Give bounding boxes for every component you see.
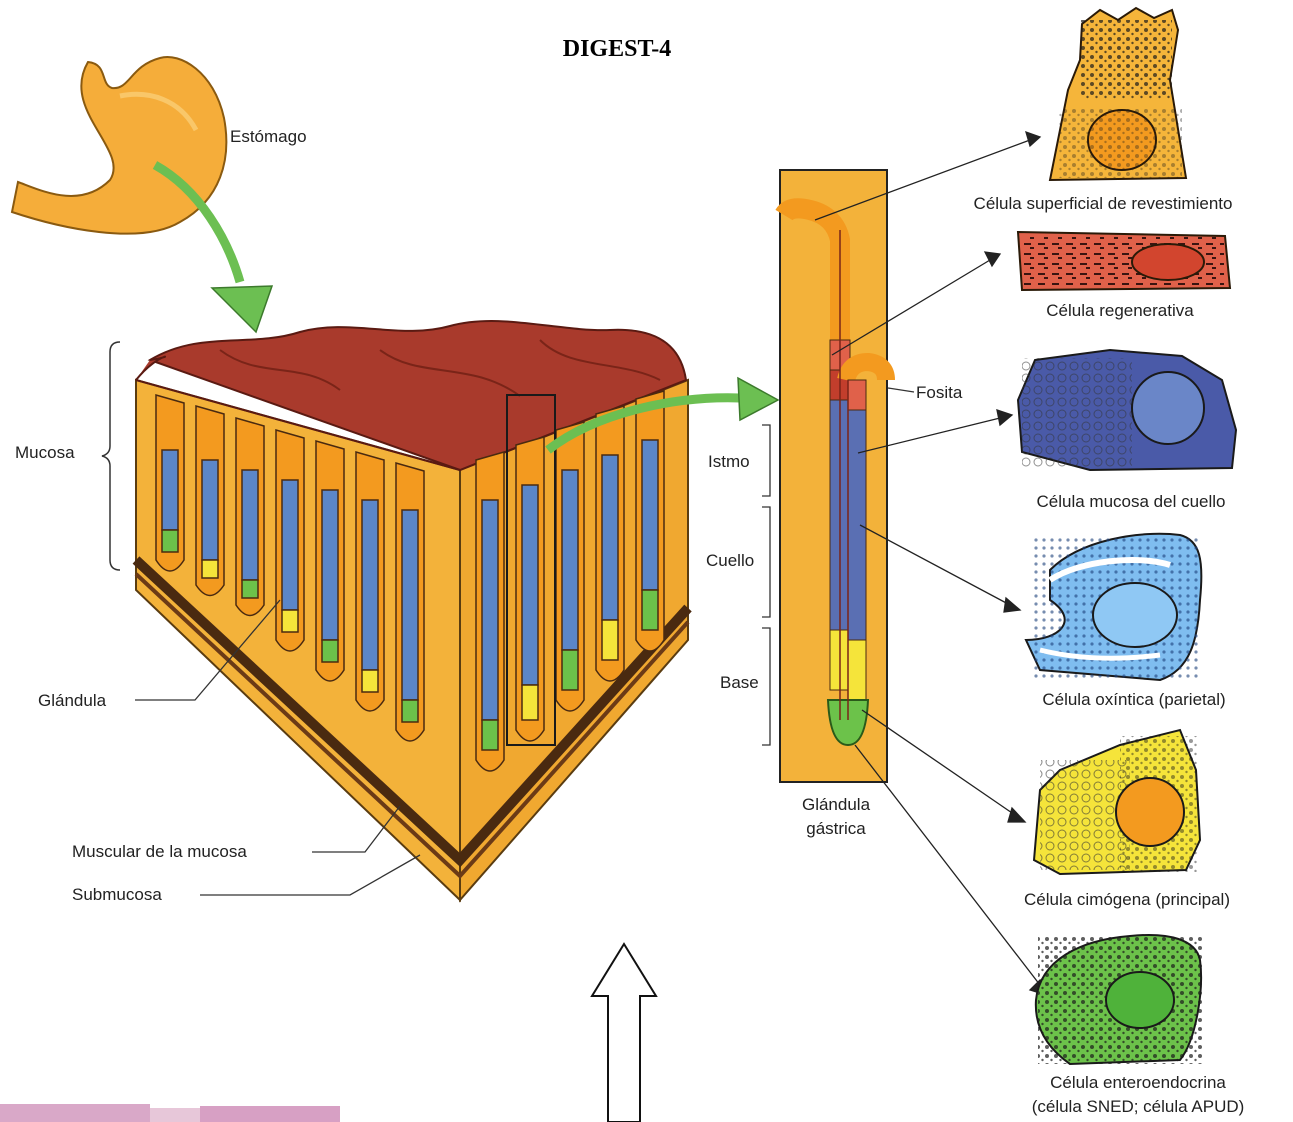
mucosa-brace [102,342,120,570]
histology-image-fragment [0,1104,340,1122]
mucosa-label: Mucosa [15,443,75,462]
stomach-illustration [12,57,226,234]
enteroendocrine-cell-illustration [1036,935,1202,1064]
pit-label: Fosita [916,383,963,402]
oxyntic-cell-label: Célula oxíntica (parietal) [1042,690,1225,709]
submucosa-leader-line [200,855,420,895]
muscularis-mucosae-label: Muscular de la mucosa [72,842,247,861]
regenerative-cell-label: Célula regenerativa [1046,301,1194,320]
regenerative-cell-illustration [1018,232,1230,290]
zymogenic-cell-illustration [1034,730,1200,874]
oxyntic-cell-illustration [1026,534,1202,682]
submucosa-label: Submucosa [72,885,162,904]
gland-label: Glándula [38,691,107,710]
enteroendocrine-cell-label-line2: (célula SNED; célula APUD) [1032,1097,1245,1116]
gastric-gland-panel [780,170,887,782]
neck-label: Cuello [706,551,754,570]
page-title: DIGEST-4 [563,36,672,62]
outline-up-arrow-icon [592,944,656,1122]
mucosa-block-illustration [136,321,688,900]
isthmus-label: Istmo [708,452,750,471]
gastric-gland-label-line2: gástrica [806,819,866,838]
mucous-neck-cell-illustration [1018,350,1236,470]
base-label: Base [720,673,759,692]
gland-region-brackets [762,425,770,745]
gastric-gland-label-line1: Glándula [802,795,871,814]
stomach-label: Estómago [230,127,307,146]
surface-cell-label: Célula superficial de revestimiento [974,194,1233,213]
enteroendocrine-cell-label-line1: Célula enteroendocrina [1050,1073,1226,1092]
pit-leader-line [888,388,914,392]
zymogenic-cell-label: Célula cimógena (principal) [1024,890,1230,909]
surface-cell-illustration [1050,8,1186,180]
mucous-neck-cell-label: Célula mucosa del cuello [1037,492,1226,511]
